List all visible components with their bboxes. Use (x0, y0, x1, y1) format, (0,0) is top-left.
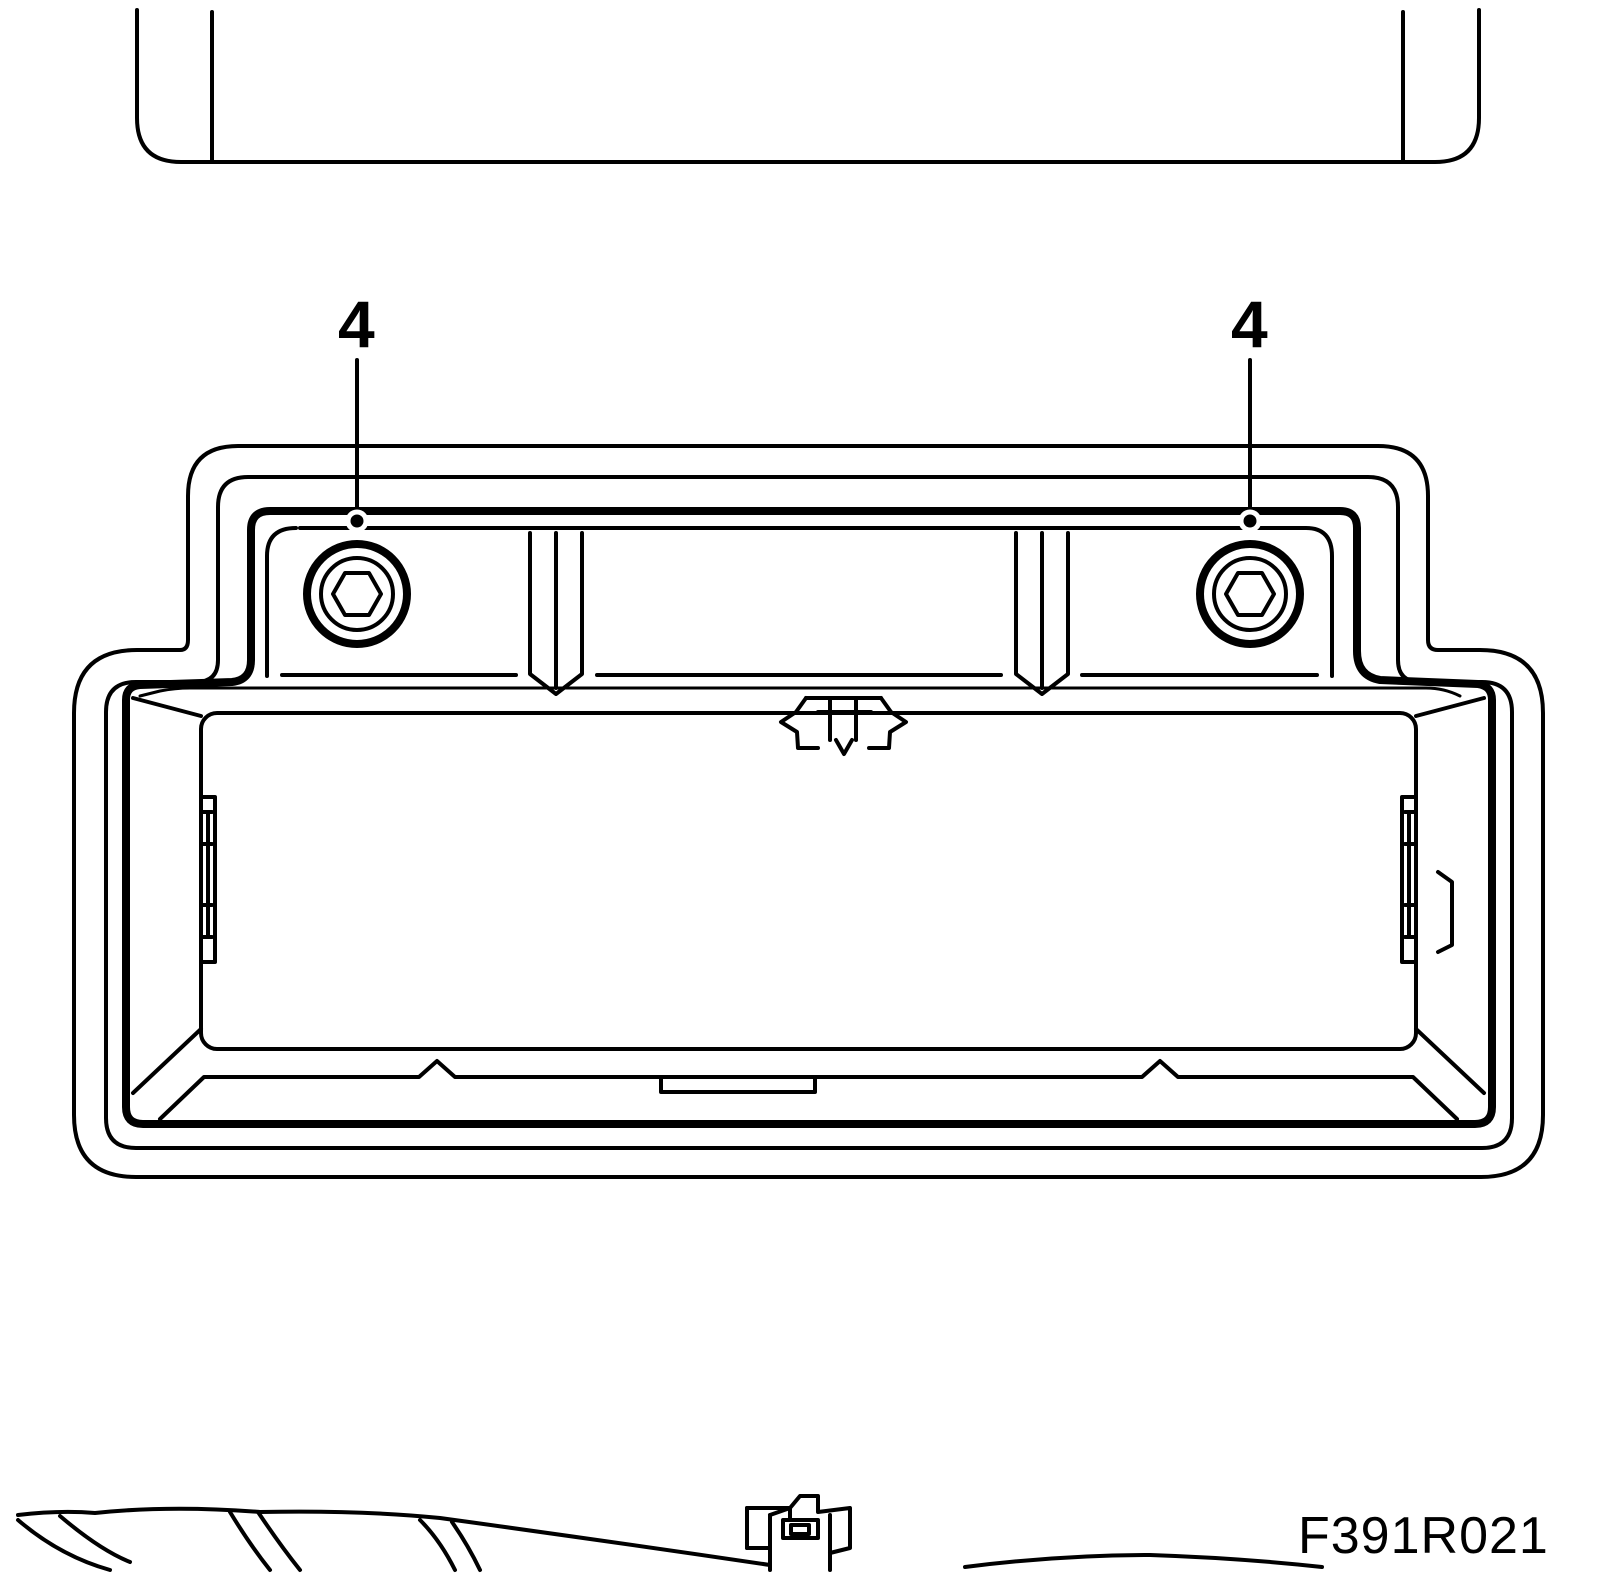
housing-outer (72, 444, 1545, 1179)
callout-label-right: 4 (1231, 287, 1268, 361)
latch-right (1400, 795, 1454, 964)
housing-rim (122, 507, 1496, 1128)
bolt-right (1196, 540, 1304, 648)
bottom-strokes (16, 1494, 1324, 1572)
tray-walls (131, 696, 1486, 1121)
leader-left (345, 358, 369, 533)
rib-right (1014, 531, 1070, 696)
bolt-left (303, 540, 411, 648)
rib-left (528, 531, 584, 696)
upper-panel (135, 8, 1481, 164)
leader-right (1238, 358, 1262, 533)
figure-code: F391R021 (1298, 1507, 1549, 1565)
center-clip (779, 696, 908, 756)
callout-label-left: 4 (338, 287, 375, 361)
inner-tray (199, 711, 1418, 1051)
latch-left (199, 795, 217, 964)
